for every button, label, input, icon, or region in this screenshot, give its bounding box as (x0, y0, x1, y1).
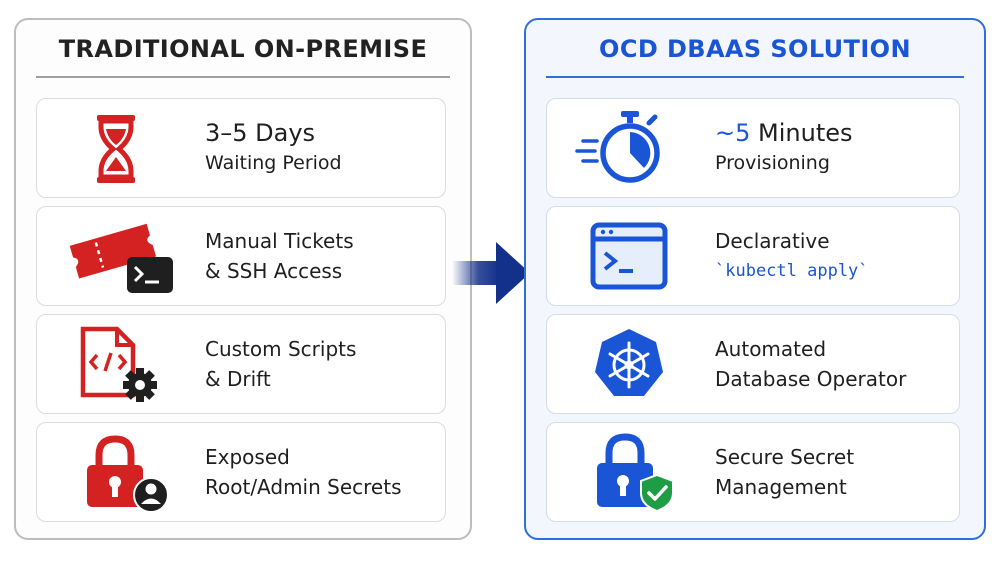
card-declarative: Declarative `kubectl apply` (546, 206, 960, 306)
dbaas-title: OCD DBAAS SOLUTION (599, 35, 911, 63)
database-operator-text: Database Operator (715, 367, 907, 391)
management-text: Management (715, 475, 847, 499)
card-provisioning: ~5 Minutes Provisioning (546, 98, 960, 198)
root-admin-secrets-text: Root/Admin Secrets (205, 475, 402, 499)
minutes-unit: Minutes (750, 119, 853, 147)
card-custom-scripts: Custom Scripts & Drift (36, 314, 446, 414)
ticket-terminal-icon (69, 223, 173, 293)
kubectl-apply-text: `kubectl apply` (715, 261, 869, 281)
drift-text: & Drift (205, 367, 271, 391)
secure-secret-text: Secure Secret (715, 445, 855, 469)
minutes-text: ~5 Minutes (715, 118, 853, 148)
traditional-panel: TRADITIONAL ON-PREMISE 3–5 Days Waiting … (14, 18, 472, 540)
hourglass-icon (97, 115, 135, 183)
minutes-value: ~5 (715, 119, 751, 147)
waiting-period-text: Waiting Period (205, 152, 342, 174)
declarative-text: Declarative (715, 229, 830, 253)
card-waiting-period: 3–5 Days Waiting Period (36, 98, 446, 198)
right-arrow-icon (452, 242, 530, 304)
card-secure-secrets: Secure Secret Management (546, 422, 960, 522)
lock-user-icon (87, 435, 169, 513)
dbaas-title-divider (546, 76, 964, 78)
card-exposed-secrets: Exposed Root/Admin Secrets (36, 422, 446, 522)
provisioning-text: Provisioning (715, 152, 830, 174)
custom-scripts-text: Custom Scripts (205, 337, 357, 361)
card-automated-operator: Automated Database Operator (546, 314, 960, 414)
kubernetes-helm-icon (595, 329, 663, 396)
terminal-window-icon (590, 222, 668, 290)
traditional-title: TRADITIONAL ON-PREMISE (58, 35, 428, 63)
lock-shield-icon (597, 433, 674, 513)
traditional-title-divider (36, 76, 450, 78)
waiting-days-text: 3–5 Days (205, 119, 316, 147)
ssh-access-text: & SSH Access (205, 259, 343, 283)
stopwatch-icon (575, 111, 660, 183)
dbaas-panel: OCD DBAAS SOLUTION ~5 Minutes Provisioni… (524, 18, 986, 540)
card-manual-tickets: Manual Tickets & SSH Access (36, 206, 446, 306)
exposed-text: Exposed (205, 445, 290, 469)
manual-tickets-text: Manual Tickets (205, 229, 354, 253)
script-gear-icon (80, 326, 157, 402)
automated-text: Automated (715, 337, 827, 361)
